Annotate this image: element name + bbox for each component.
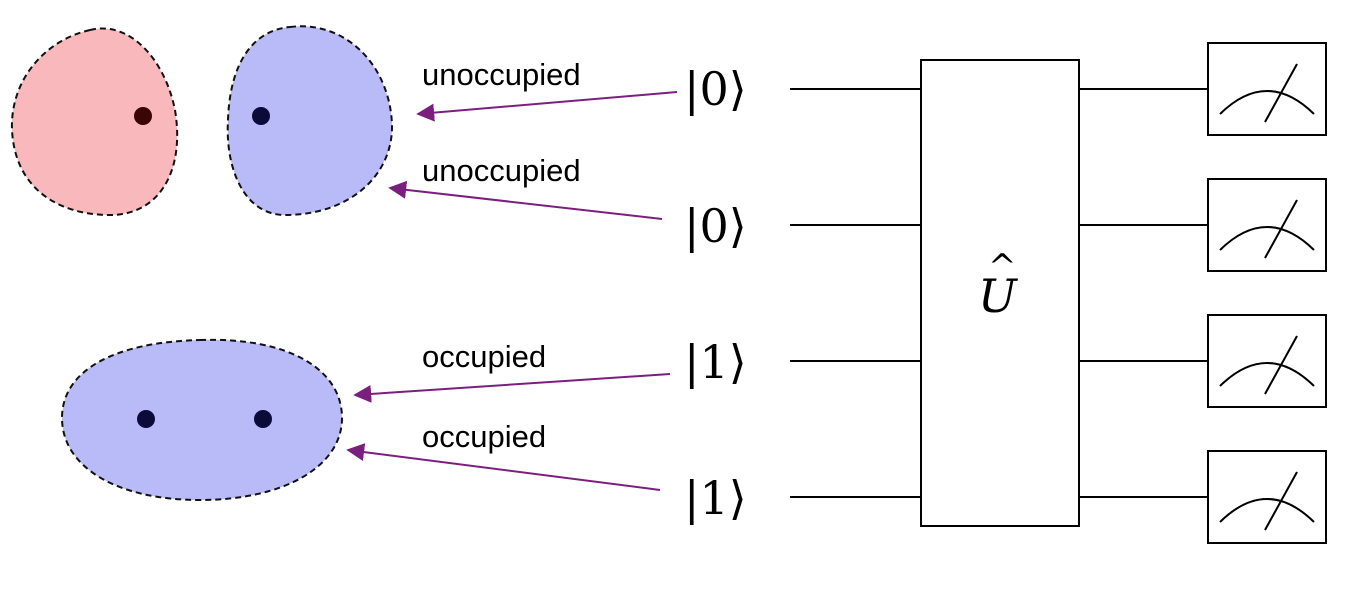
orbital-blue-bottom <box>60 338 344 502</box>
measurement-meter-1 <box>1207 178 1327 272</box>
ket-qubit-3: |1⟩ <box>684 471 747 525</box>
ket-qubit-2: |1⟩ <box>684 335 747 389</box>
arrow-q3-to-orbital <box>346 443 661 491</box>
meter-2-arc-icon <box>1219 362 1315 387</box>
label-occupied-2: occupied <box>422 419 546 454</box>
electron-dot-bottom-left <box>137 410 155 428</box>
arrow-q0-to-orbital <box>416 91 678 122</box>
label-unoccupied-1: unoccupied <box>422 57 581 92</box>
orbital-red <box>10 27 179 217</box>
electron-dot-red <box>134 107 152 125</box>
meter-3-needle-icon <box>1264 471 1298 531</box>
ket-qubit-1: |0⟩ <box>684 199 747 253</box>
unitary-gate-box <box>920 59 1080 527</box>
ket-qubit-0: |0⟩ <box>684 62 747 116</box>
unitary-gate-hat: ^ <box>988 247 1017 287</box>
electron-dot-bottom-right <box>254 410 272 428</box>
label-occupied-1: occupied <box>422 339 546 374</box>
measurement-meter-2 <box>1207 314 1327 408</box>
meter-2-needle-icon <box>1264 335 1298 395</box>
electron-dot-blue-top <box>252 107 270 125</box>
label-unoccupied-2: unoccupied <box>422 153 581 188</box>
measurement-meter-0 <box>1207 42 1327 136</box>
arrow-q2-to-orbital <box>353 373 671 403</box>
unitary-gate-symbol: U <box>978 269 1019 323</box>
meter-3-arc-icon <box>1219 498 1315 523</box>
measurement-meter-3 <box>1207 450 1327 544</box>
meter-0-needle-icon <box>1264 63 1298 123</box>
arrow-q1-to-orbital <box>388 180 663 220</box>
meter-0-arc-icon <box>1219 90 1315 115</box>
meter-1-needle-icon <box>1264 199 1298 259</box>
orbital-blue-top <box>226 25 394 217</box>
meter-1-arc-icon <box>1219 226 1315 251</box>
